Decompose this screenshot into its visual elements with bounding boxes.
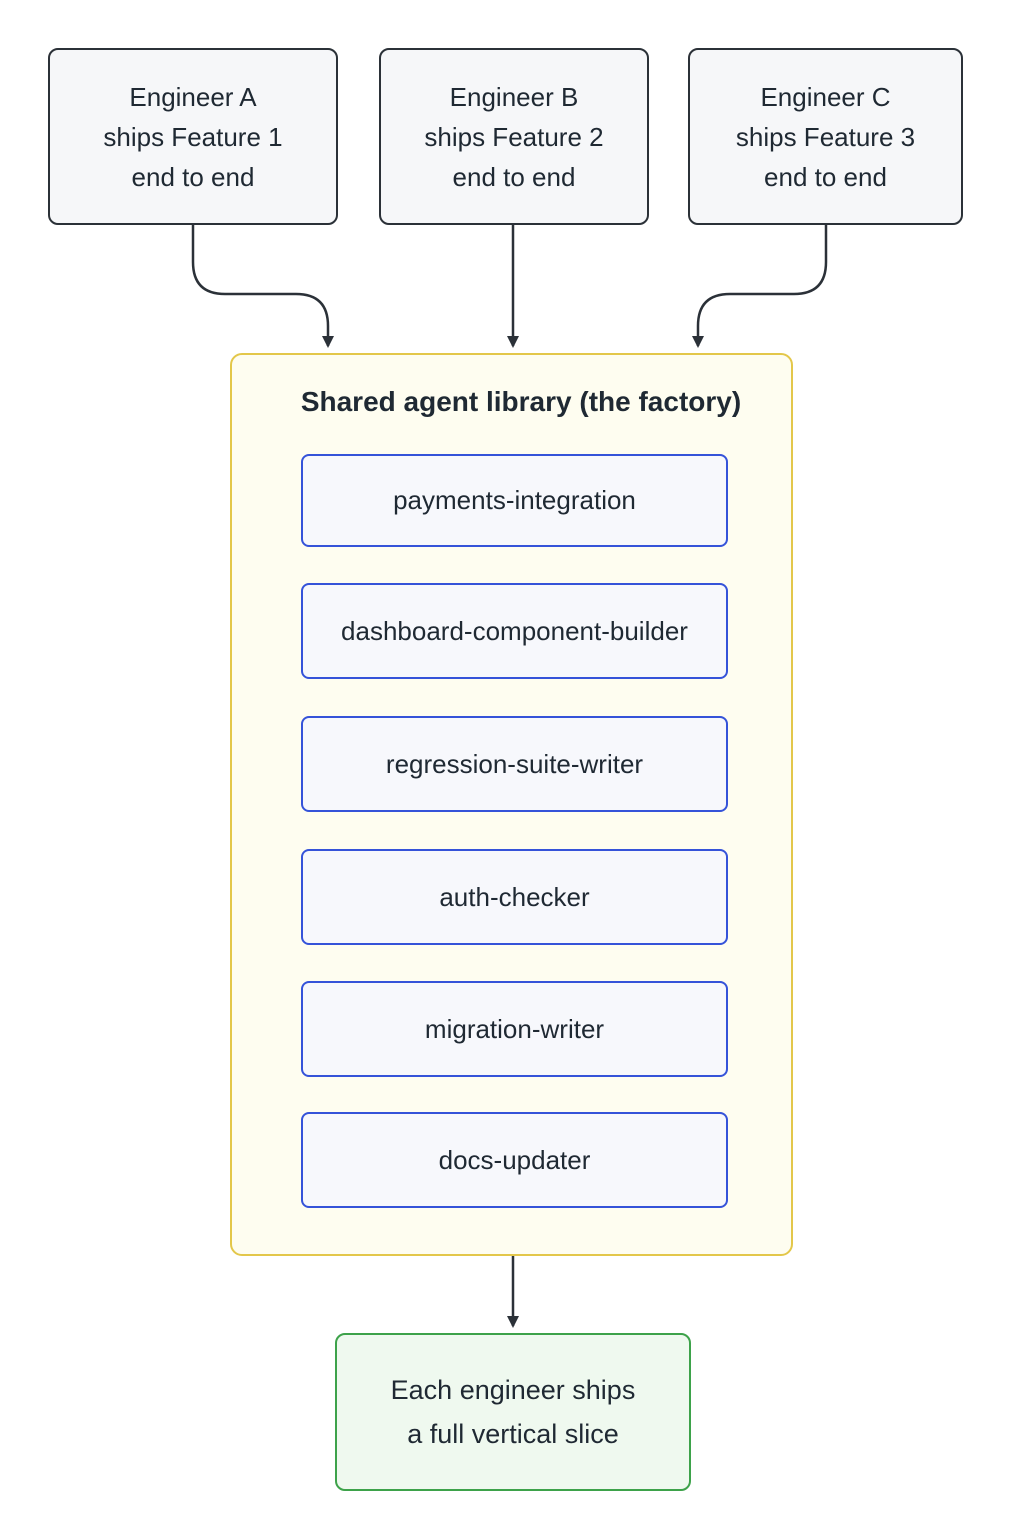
engineer-a-line-2: ships Feature 1 xyxy=(103,121,283,152)
engineer-b-node: Engineer B ships Feature 2 end to end xyxy=(379,48,649,225)
outcome-line-2: a full vertical slice xyxy=(407,1419,619,1449)
library-title: Shared agent library (the factory) xyxy=(300,386,742,417)
engineer-a-line-1: Engineer A xyxy=(129,81,257,112)
outcome-line-1: Each engineer ships xyxy=(390,1375,636,1405)
engineer-c-line-3: end to end xyxy=(764,161,887,192)
engineer-b-line-3: end to end xyxy=(452,161,576,192)
engineer-a-line-3: end to end xyxy=(131,161,255,192)
agent-docs-updater: docs-updater xyxy=(301,1112,728,1208)
engineer-c-line-2: ships Feature 3 xyxy=(735,121,916,152)
agent-migration-writer: migration-writer xyxy=(301,981,728,1077)
connector-engineer-c-to-library xyxy=(692,225,828,348)
outcome-node: Each engineer ships a full vertical slic… xyxy=(335,1333,691,1491)
agent-regression-suite-writer: regression-suite-writer xyxy=(301,716,728,812)
engineer-c-node: Engineer C ships Feature 3 end to end xyxy=(688,48,963,225)
engineer-b-line-1: Engineer B xyxy=(449,81,579,112)
engineer-a-node: Engineer A ships Feature 1 end to end xyxy=(48,48,338,225)
engineer-c-line-1: Engineer C xyxy=(760,81,891,112)
engineer-b-line-2: ships Feature 2 xyxy=(424,121,604,152)
connector-engineer-a-to-library xyxy=(191,225,334,348)
agent-dashboard-component-builder: dashboard-component-builder xyxy=(301,583,728,679)
agent-payments-integration: payments-integration xyxy=(301,454,728,547)
agent-auth-checker: auth-checker xyxy=(301,849,728,945)
